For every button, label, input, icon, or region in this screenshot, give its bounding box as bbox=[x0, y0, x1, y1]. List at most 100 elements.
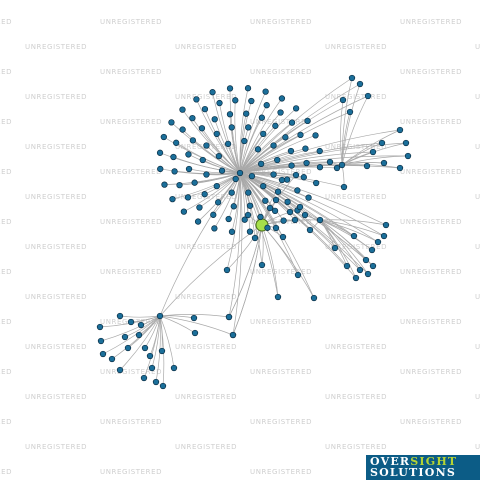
watermark-text: UNREGISTERED bbox=[175, 93, 237, 101]
graph-edge bbox=[171, 122, 241, 174]
graph-node bbox=[301, 211, 309, 219]
graph-node bbox=[316, 164, 324, 171]
graph-node bbox=[148, 364, 156, 372]
graph-node bbox=[224, 140, 232, 148]
graph-node bbox=[169, 195, 176, 203]
graph-node bbox=[282, 134, 289, 141]
graph-edge bbox=[239, 172, 385, 237]
watermark-text: UNREGISTERED bbox=[400, 68, 462, 76]
graph-node bbox=[280, 217, 287, 224]
graph-edge bbox=[341, 164, 401, 169]
graph-edge bbox=[239, 148, 306, 174]
watermark-text: UNREGISTERED bbox=[250, 368, 312, 376]
watermark-text: UNREGISTERED bbox=[0, 418, 12, 426]
watermark-text: UNREGISTERED bbox=[0, 468, 12, 476]
graph-node bbox=[97, 337, 105, 345]
graph-node bbox=[272, 122, 279, 129]
graph-edge bbox=[196, 99, 241, 174]
graph-edge bbox=[159, 172, 241, 317]
graph-edge bbox=[239, 112, 281, 174]
watermark-text: UNREGISTERED bbox=[100, 118, 162, 126]
graph-edge bbox=[228, 172, 241, 220]
graph-node bbox=[316, 147, 323, 155]
watermark-text: UNREGISTERED bbox=[25, 93, 87, 101]
graph-edge bbox=[239, 172, 279, 298]
graph-node bbox=[213, 182, 220, 190]
watermark-text: UNREGISTERED bbox=[475, 393, 480, 401]
graph-node bbox=[96, 323, 104, 331]
watermark-text: UNREGISTERED bbox=[0, 268, 12, 276]
graph-edge bbox=[239, 172, 277, 201]
graph-node bbox=[176, 181, 183, 189]
graph-node bbox=[333, 164, 341, 172]
graph-node bbox=[254, 146, 262, 153]
graph-node bbox=[272, 196, 280, 204]
graph-node bbox=[116, 366, 124, 374]
graph-node bbox=[245, 189, 252, 196]
watermark-text: UNREGISTERED bbox=[25, 443, 87, 451]
graph-node bbox=[258, 261, 266, 269]
watermark-text: UNREGISTERED bbox=[0, 18, 12, 26]
graph-node bbox=[396, 164, 404, 172]
graph-edge bbox=[239, 105, 268, 174]
graph-node bbox=[363, 162, 371, 170]
graph-edge bbox=[159, 315, 196, 334]
watermark-text: UNREGISTERED bbox=[325, 193, 387, 201]
graph-node bbox=[108, 355, 116, 363]
watermark-text: UNREGISTERED bbox=[0, 168, 12, 176]
graph-node bbox=[184, 194, 192, 201]
graph-node bbox=[374, 238, 382, 246]
graph-node bbox=[283, 176, 291, 183]
graph-node bbox=[189, 137, 197, 144]
watermark-text: UNREGISTERED bbox=[25, 293, 87, 301]
graph-edge bbox=[213, 172, 241, 216]
graph-node bbox=[284, 198, 291, 206]
watermark-text: UNREGISTERED bbox=[400, 418, 462, 426]
graph-node bbox=[270, 171, 277, 178]
watermark-text: UNREGISTERED bbox=[0, 368, 12, 376]
graph-node bbox=[292, 105, 300, 112]
graph-node bbox=[170, 364, 178, 372]
graph-node bbox=[300, 174, 307, 181]
graph-edge bbox=[119, 315, 161, 318]
graph-node bbox=[278, 176, 286, 184]
graph-node bbox=[180, 208, 188, 215]
graph-node bbox=[226, 111, 234, 118]
graph-node bbox=[331, 244, 339, 252]
graph-edge bbox=[226, 172, 241, 271]
graph-node bbox=[362, 256, 370, 264]
graph-edge bbox=[239, 151, 374, 174]
watermark-text: UNREGISTERED bbox=[175, 293, 237, 301]
graph-node bbox=[246, 228, 254, 235]
graph-node bbox=[364, 92, 372, 100]
watermark-text: UNREGISTERED bbox=[325, 293, 387, 301]
graph-node bbox=[203, 142, 210, 149]
graph-node bbox=[257, 160, 265, 167]
graph-node bbox=[291, 216, 299, 224]
graph-node bbox=[343, 262, 351, 270]
watermark-text: UNREGISTERED bbox=[475, 293, 480, 301]
graph-node bbox=[378, 139, 386, 147]
graph-edge bbox=[239, 98, 283, 174]
graph-edge bbox=[319, 219, 387, 226]
graph-node bbox=[229, 331, 237, 339]
watermark-text: UNREGISTERED bbox=[100, 268, 162, 276]
graph-node bbox=[369, 262, 377, 270]
graph-edge bbox=[143, 315, 161, 379]
graph-node bbox=[263, 102, 270, 109]
watermark-text: UNREGISTERED bbox=[325, 443, 387, 451]
graph-edge bbox=[261, 224, 315, 299]
graph-node bbox=[201, 105, 209, 113]
graph-node bbox=[356, 80, 364, 88]
watermark-text: UNREGISTERED bbox=[475, 143, 480, 151]
graph-node bbox=[185, 165, 193, 173]
graph-edge bbox=[341, 111, 351, 166]
graph-edge bbox=[239, 172, 315, 299]
watermark-text: UNREGISTERED bbox=[250, 418, 312, 426]
watermark-text: UNREGISTERED bbox=[25, 143, 87, 151]
graph-node bbox=[215, 153, 223, 160]
graph-node bbox=[232, 175, 239, 183]
graph-node bbox=[352, 274, 360, 282]
graph-node bbox=[338, 161, 346, 169]
graph-node bbox=[201, 191, 208, 198]
